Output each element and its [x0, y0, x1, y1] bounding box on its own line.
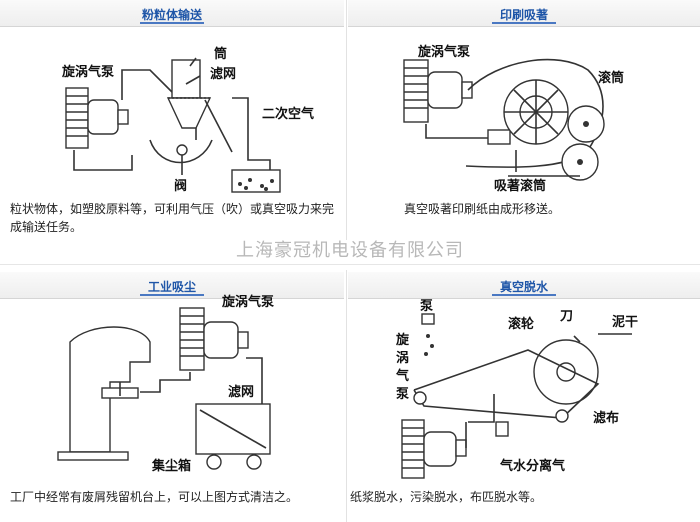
vortex-pump-icon	[65, 87, 129, 149]
label-filter: 滤网	[210, 66, 236, 82]
label-pump: 旋涡气泵	[221, 294, 274, 310]
label-valve: 阀	[174, 178, 187, 194]
label-secondary-air: 二次空气	[262, 106, 314, 122]
cyclone-tube-icon	[166, 59, 212, 129]
valve-icon	[176, 144, 188, 175]
label-roller: 滚筒	[598, 70, 624, 86]
svg-text:泵: 泵	[396, 387, 409, 402]
panel-header: 工业吸尘	[0, 272, 344, 299]
panel-description: 真空吸著印刷纸由成形移送。	[404, 202, 561, 216]
powder-conveying-diagram: 旋涡气泵 筒 滤网 二次空气 阀	[61, 46, 314, 194]
vertical-divider-top	[346, 0, 347, 240]
label-knife: 刀	[560, 309, 573, 324]
company-watermark: 上海豪冠机电设备有限公司	[236, 240, 464, 261]
vortex-pump-icon	[179, 307, 249, 371]
label-suction-roller: 吸著滚筒	[494, 178, 546, 194]
panel-title: 粉粒体输送	[0, 6, 344, 24]
label-pump-top: 泵	[420, 299, 433, 314]
label-tube: 筒	[214, 46, 227, 62]
panel-description: 粒状物体，如塑胶原料等，可利用气压（吹）或真空吸力来完成输送任务。	[10, 202, 335, 234]
label-filter: 滤网	[228, 384, 254, 400]
label-roller: 滚轮	[508, 316, 534, 332]
dust-box-icon	[195, 403, 271, 470]
label-dust-box: 集尘箱	[151, 458, 191, 474]
label-pump-side: 旋 涡 气 泵	[395, 332, 410, 402]
vertical-divider-bottom	[346, 270, 347, 522]
vacuum-dewatering-diagram: 泵 滚轮 刀 泥干 滤布 气水分离气 旋 涡 气 泵	[395, 299, 638, 479]
vortex-pump-icon	[401, 419, 467, 479]
label-mud: 泥干	[612, 315, 638, 330]
panel-title: 真空脱水	[348, 278, 700, 296]
panel-title: 印刷吸著	[348, 6, 700, 24]
label-pump: 旋涡气泵	[417, 44, 470, 60]
printing-suction-diagram: 旋涡气泵 滚筒 吸著滚筒	[403, 44, 624, 194]
panel-powder-conveying: 粉粒体输送	[0, 0, 344, 240]
svg-text:涡: 涡	[396, 350, 409, 366]
label-pump: 旋涡气泵	[61, 64, 114, 80]
panel-title: 工业吸尘	[0, 278, 344, 296]
main-roller-icon	[533, 339, 599, 405]
roller-icon	[561, 105, 605, 181]
pump-nozzle-icon	[421, 313, 435, 356]
label-cloth: 滤布	[593, 410, 619, 426]
panel-header: 印刷吸著	[348, 0, 700, 27]
industrial-dust-diagram: 旋涡气泵 滤网 集尘箱	[57, 294, 274, 474]
vortex-pump-icon	[403, 59, 473, 123]
panel-description: 纸浆脱水，污染脱水，布匹脱水等。	[350, 490, 543, 504]
panel-industrial-dust: 工业吸尘 旋涡气泵 滤网 集尘箱 工厂中经常有废屑残留机台上，可以上图方式	[0, 272, 344, 522]
panel-header: 真空脱水	[348, 272, 700, 299]
horizontal-divider	[0, 264, 700, 265]
panel-vacuum-dewatering: 真空脱水 泵 滚轮	[348, 272, 700, 522]
panel-description: 工厂中经常有废屑残留机台上，可以上图方式清洁之。	[10, 490, 299, 504]
panel-printing-suction: 印刷吸著	[348, 0, 700, 240]
label-separator: 气水分离气	[500, 458, 565, 474]
svg-text:旋: 旋	[395, 332, 410, 348]
svg-text:气: 气	[396, 368, 409, 384]
suction-roller-icon	[503, 79, 569, 145]
panel-header: 粉粒体输送	[0, 0, 344, 27]
